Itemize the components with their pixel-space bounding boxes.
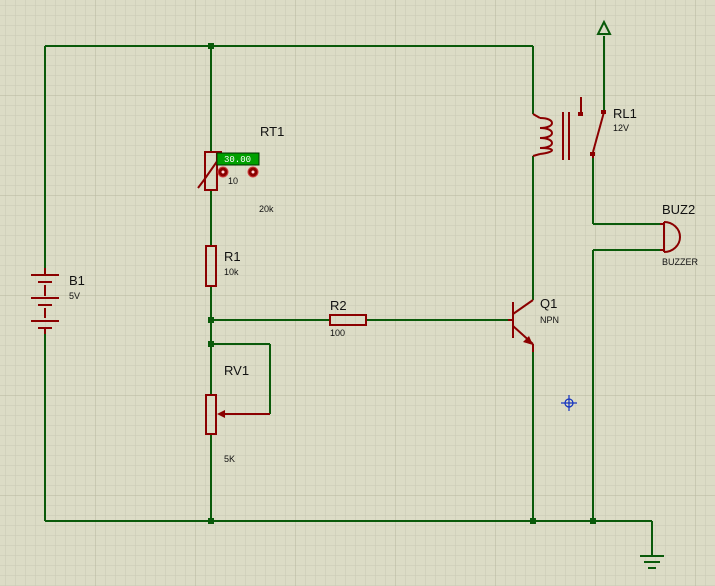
thermistor-scale-label: 10 <box>228 176 238 186</box>
battery-ref-label: B1 <box>69 273 85 288</box>
transistor-q1[interactable]: Q1 NPN <box>508 296 559 352</box>
crosshair-cursor-icon <box>561 395 577 411</box>
ground-icon[interactable] <box>640 555 664 569</box>
power-terminal-icon[interactable] <box>596 19 612 35</box>
temperature-display-value: 30.00 <box>224 155 251 165</box>
buzzer-buz2[interactable]: BUZ2 BUZZER <box>660 202 699 267</box>
pot-wiper-arrow <box>217 410 225 418</box>
resistor-r1-body <box>205 245 217 287</box>
pot-body <box>205 394 217 435</box>
r2-value-label: 100 <box>330 328 345 338</box>
buzzer-ref-label: BUZ2 <box>662 202 695 217</box>
relay-rl1[interactable]: RL1 12V <box>532 97 637 160</box>
relay-contact-nc <box>578 112 583 116</box>
q1-ref-label: Q1 <box>540 296 557 311</box>
relay-contact-no <box>601 110 606 114</box>
resistor-r2-body <box>329 314 367 326</box>
relay-value-label: 12V <box>613 123 629 133</box>
temperature-up-button[interactable] <box>247 166 259 178</box>
relay-ref-label: RL1 <box>613 106 637 121</box>
resistor-r1[interactable]: R1 10k <box>205 245 241 287</box>
r2-ref-label: R2 <box>330 298 347 313</box>
q1-type-label: NPN <box>540 315 559 325</box>
junctions <box>208 43 596 524</box>
thermistor-rt1[interactable]: 30.00 RT1 10 20k <box>197 124 284 214</box>
junction-dot <box>208 43 214 49</box>
thermistor-ref-label: RT1 <box>260 124 284 139</box>
relay-contact-common <box>590 152 595 156</box>
junction-dot <box>208 518 214 524</box>
pot-ref-label: RV1 <box>224 363 249 378</box>
battery-b1[interactable]: B1 5V <box>31 268 85 334</box>
junction-dot <box>590 518 596 524</box>
buzzer-symbol <box>660 221 681 253</box>
r1-ref-label: R1 <box>224 249 241 264</box>
resistor-r2[interactable]: R2 100 <box>329 298 367 338</box>
pot-value-label: 5K <box>224 454 235 464</box>
battery-value-label: 5V <box>69 291 80 301</box>
temperature-down-button[interactable] <box>217 166 229 178</box>
r1-value-label: 10k <box>224 267 239 277</box>
junction-dot <box>208 317 214 323</box>
potentiometer-rv1[interactable]: RV1 5K <box>205 363 270 464</box>
emitter-arrow <box>523 336 533 345</box>
buzzer-type-label: BUZZER <box>662 257 699 267</box>
junction-dot <box>208 341 214 347</box>
battery-symbol <box>31 268 59 334</box>
relay-coil <box>532 112 570 160</box>
thermistor-value-label: 20k <box>259 204 274 214</box>
temperature-display <box>216 152 260 166</box>
wires <box>44 36 660 556</box>
junction-dot <box>530 518 536 524</box>
